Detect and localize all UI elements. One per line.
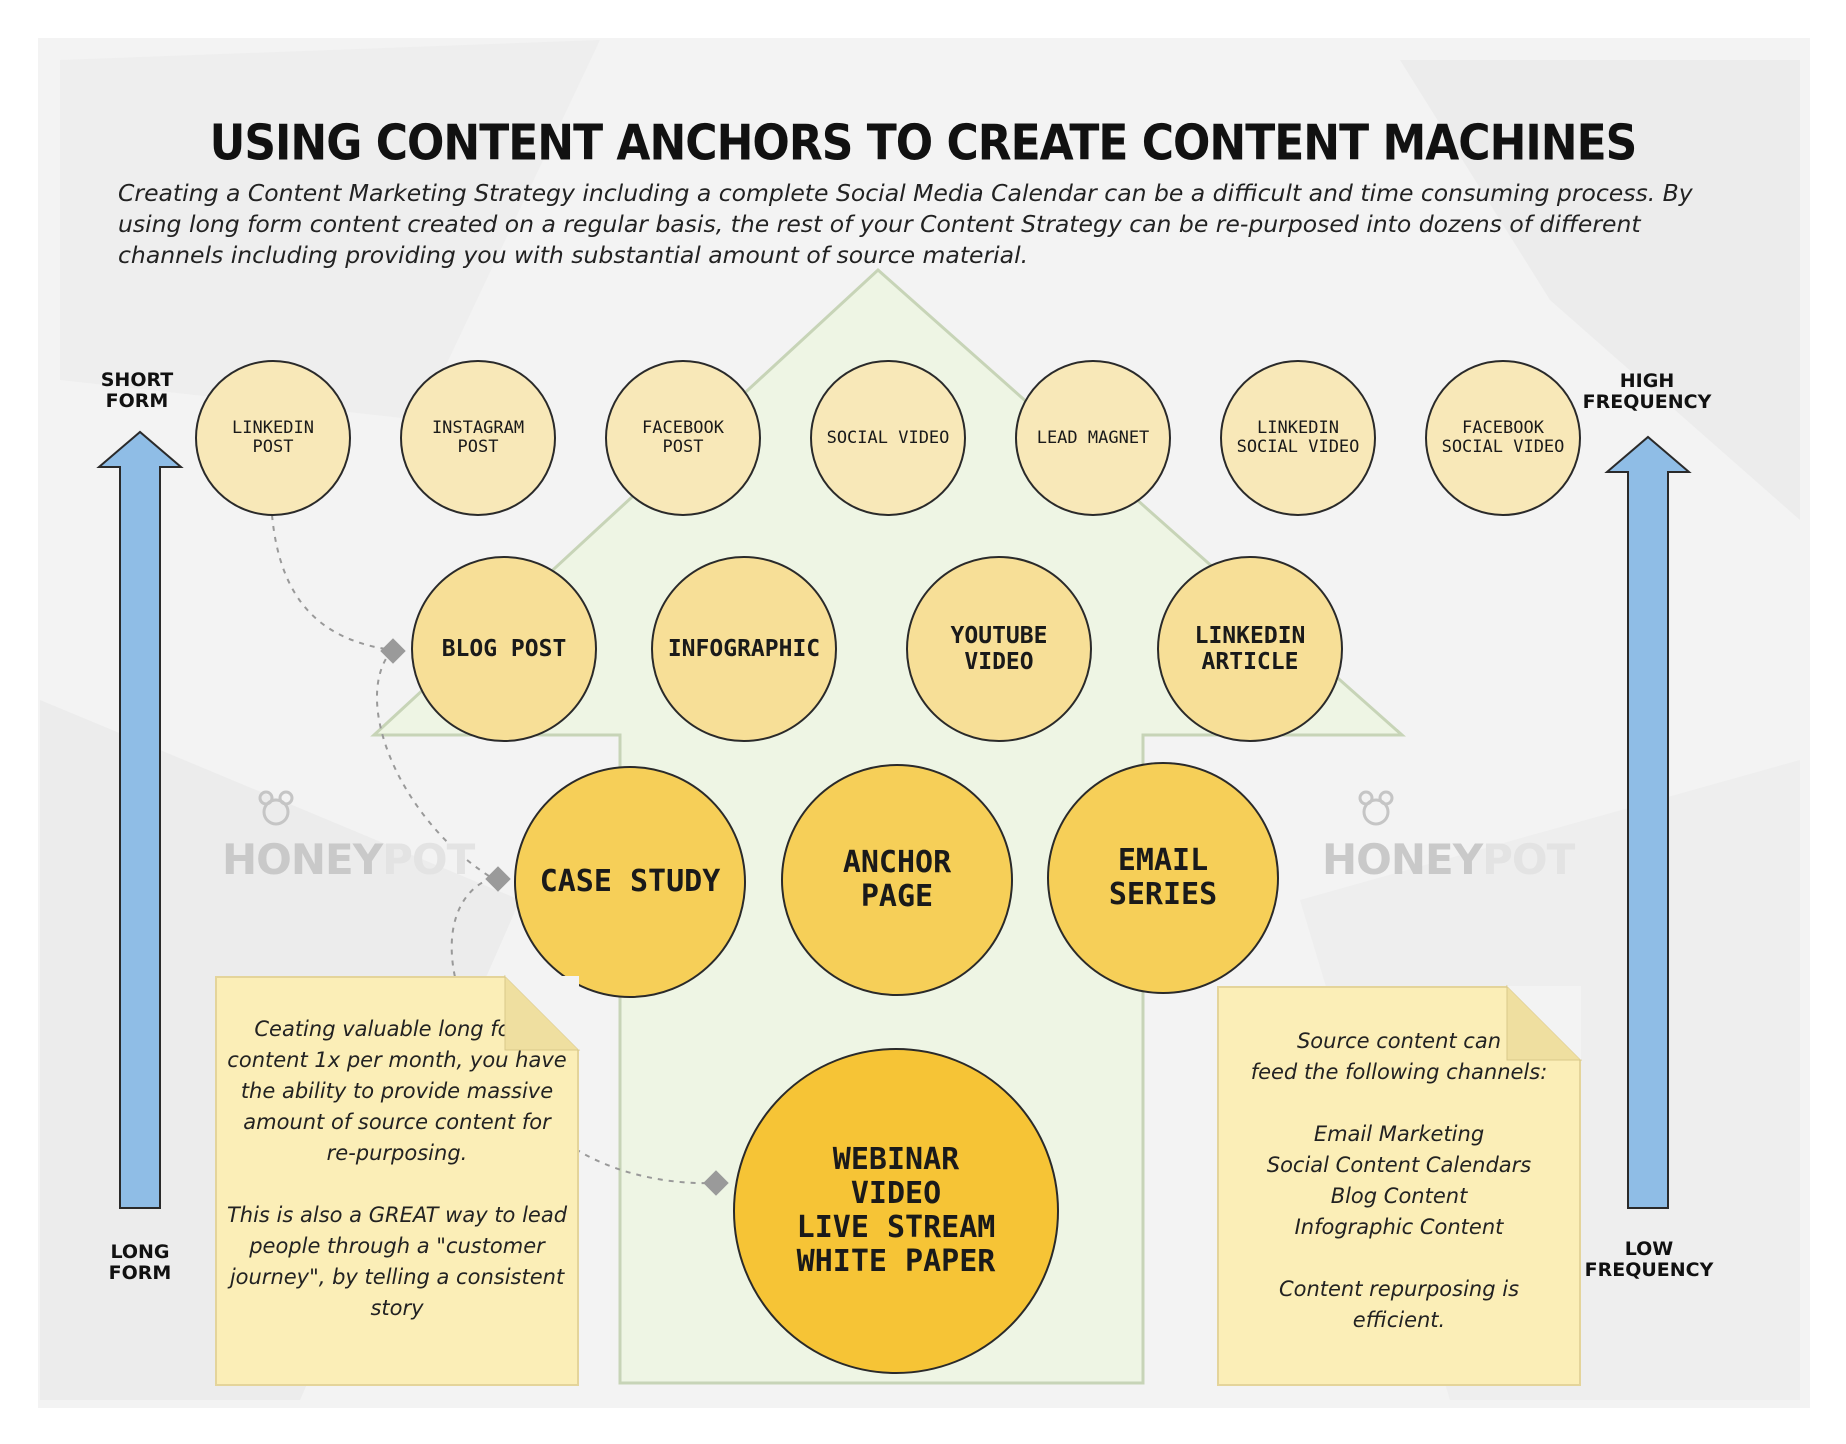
node-linkedin-article: LINKEDIN ARTICLE <box>1157 556 1343 742</box>
watermark-bee-icon <box>258 790 294 826</box>
node-instagram-post: INSTAGRAM POST <box>400 360 556 516</box>
node-lead-magnet: LEAD MAGNET <box>1015 360 1171 516</box>
node-email-series: EMAIL SERIES <box>1047 762 1279 994</box>
node-linkedin-post: LINKEDIN POST <box>195 360 351 516</box>
connector-diamond <box>380 638 406 664</box>
node-case-study: CASE STUDY <box>514 766 746 998</box>
left-side-arrow <box>96 430 184 1209</box>
node-anchor-page: ANCHOR PAGE <box>781 764 1013 996</box>
bg-facet <box>1400 60 1800 520</box>
page-title: USING CONTENT ANCHORS TO CREATE CONTENT … <box>209 114 1638 173</box>
note-left: Ceating valuable long form content 1x pe… <box>215 976 579 1386</box>
node-linkedin-social-video: LINKEDIN SOCIAL VIDEO <box>1220 360 1376 516</box>
node-anchor-content: WEBINAR VIDEO LIVE STREAM WHITE PAPER <box>733 1048 1059 1374</box>
node-social-video: SOCIAL VIDEO <box>810 360 966 516</box>
bg-facet <box>60 40 600 420</box>
intro-paragraph: Creating a Content Marketing Strategy in… <box>118 179 1693 269</box>
node-blog-post: BLOG POST <box>411 556 597 742</box>
watermark-logo-left: HONEYPOT <box>222 835 475 884</box>
watermark-bee-icon <box>1358 790 1394 826</box>
node-facebook-social-video: FACEBOOK SOCIAL VIDEO <box>1425 360 1581 516</box>
connector-line <box>271 514 393 651</box>
connector-line <box>450 877 717 1185</box>
node-infographic: INFOGRAPHIC <box>651 556 837 742</box>
node-facebook-post: FACEBOOK POST <box>605 360 761 516</box>
connector-diamond <box>485 866 511 892</box>
node-youtube-video: YOUTUBE VIDEO <box>906 556 1092 742</box>
connector-line <box>376 649 493 879</box>
right-side-arrow <box>1604 435 1692 1209</box>
watermark-logo-right: HONEYPOT <box>1322 835 1575 884</box>
note-right: Source content can feed the following ch… <box>1217 986 1581 1386</box>
